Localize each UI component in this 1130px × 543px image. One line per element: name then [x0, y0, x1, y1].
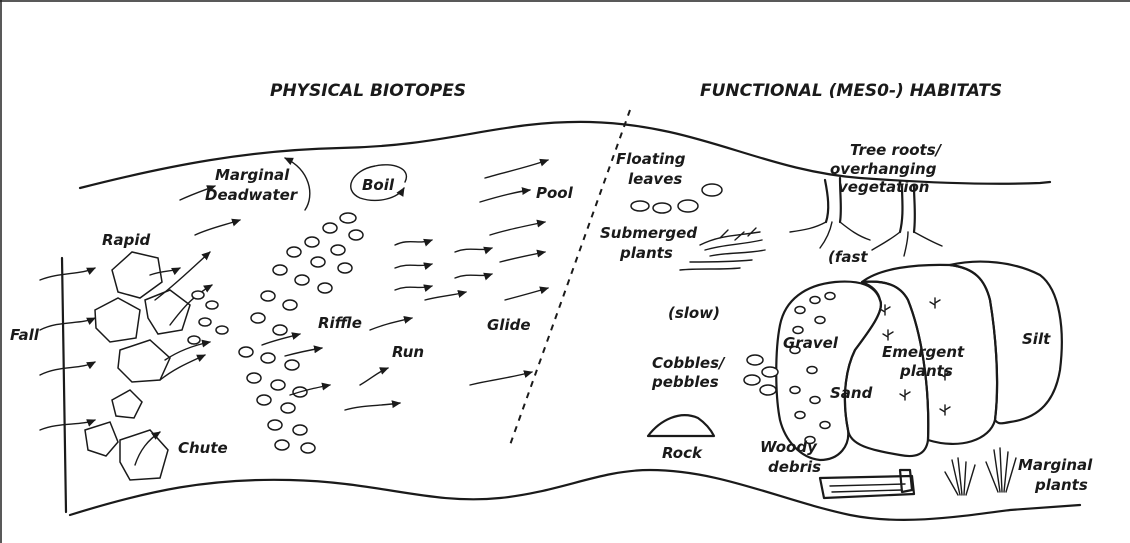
label-sand: Sand	[830, 384, 873, 402]
river-bank-bottom	[70, 470, 1080, 520]
label-gravel: Gravel	[783, 334, 839, 352]
label-submerged: Submerged	[600, 224, 697, 242]
label-boil: Boil	[362, 176, 395, 194]
label-slow: (slow)	[668, 304, 720, 322]
label-overhanging: overhanging	[830, 160, 937, 178]
woody-debris-shape	[820, 470, 914, 498]
divider-dashed-line	[510, 110, 630, 445]
label-fast: (fast	[828, 248, 868, 266]
rapid-rocks	[85, 252, 190, 480]
label-pool: Pool	[536, 184, 574, 202]
label-riffle: Riffle	[318, 314, 362, 332]
label-submerged-plants: plants	[619, 244, 673, 262]
flow-arrows	[345, 160, 548, 410]
cobbles-shapes	[744, 355, 778, 395]
label-floating: Floating	[616, 150, 686, 168]
rock-shape	[648, 415, 714, 436]
pebbles-field	[188, 291, 228, 344]
label-deadwater: Deadwater	[205, 186, 299, 204]
label-emergent-plants: plants	[899, 362, 953, 380]
floating-leaves-shapes	[631, 184, 722, 213]
label-marginal: Marginal	[215, 166, 290, 184]
label-vegetation: vegetation	[838, 178, 929, 196]
riffle-pebbles	[239, 213, 363, 453]
header-functional-habitats: FUNCTIONAL (MES0-) HABITATS	[700, 81, 1002, 101]
label-woody: Woody	[760, 438, 818, 456]
fall-arrows	[40, 268, 95, 430]
label-debris: debris	[768, 458, 821, 476]
label-emergent: Emergent	[882, 343, 965, 361]
label-rock: Rock	[662, 444, 703, 462]
gravel-pebbles	[790, 293, 835, 444]
label-tree-roots: Tree roots/	[850, 141, 943, 159]
header-physical-biotopes: PHYSICAL BIOTOPES	[270, 81, 466, 101]
fall-bar	[62, 258, 66, 512]
label-rapid: Rapid	[102, 231, 151, 249]
label-silt: Silt	[1022, 330, 1051, 348]
label-leaves: leaves	[628, 170, 682, 188]
marginal-plants-shape	[945, 448, 1016, 495]
label-run: Run	[392, 343, 424, 361]
label-pebbles: pebbles	[651, 373, 719, 391]
label-marginal-plants: Marginal	[1018, 456, 1093, 474]
label-glide: Glide	[487, 316, 531, 334]
label-fall: Fall	[10, 326, 40, 344]
label-chute: Chute	[178, 439, 228, 457]
label-cobbles: Cobbles/	[652, 354, 726, 372]
label-marginal-plants-2: plants	[1034, 476, 1088, 494]
